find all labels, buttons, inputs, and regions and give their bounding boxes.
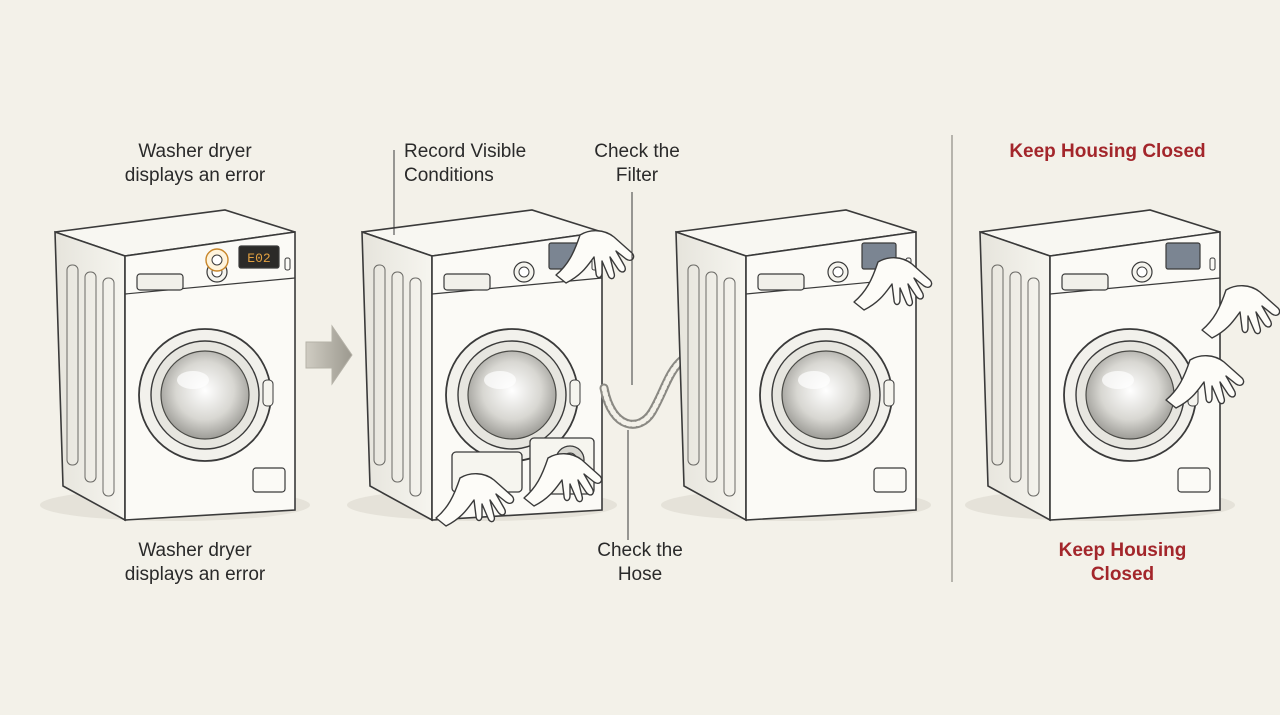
label-check-hose: Check the Hose <box>597 540 683 585</box>
label-record-conditions: Record Visible Conditions <box>404 141 527 186</box>
label-keep-housing-bottom: Keep Housing Closed <box>1058 540 1187 585</box>
label-step1-bottom: Washer dryer displays an error <box>124 540 266 585</box>
washer-step-error <box>39 209 311 522</box>
arrow-right-icon <box>305 324 353 386</box>
washer-step-keep-closed <box>964 209 1236 522</box>
label-step1-top: Washer dryer displays an error <box>124 141 266 186</box>
label-keep-housing-top: Keep Housing Closed <box>1009 141 1206 162</box>
error-display-text: E02 <box>247 251 270 266</box>
label-check-filter: Check the Filter <box>594 141 680 186</box>
washer-step-check <box>660 209 932 522</box>
